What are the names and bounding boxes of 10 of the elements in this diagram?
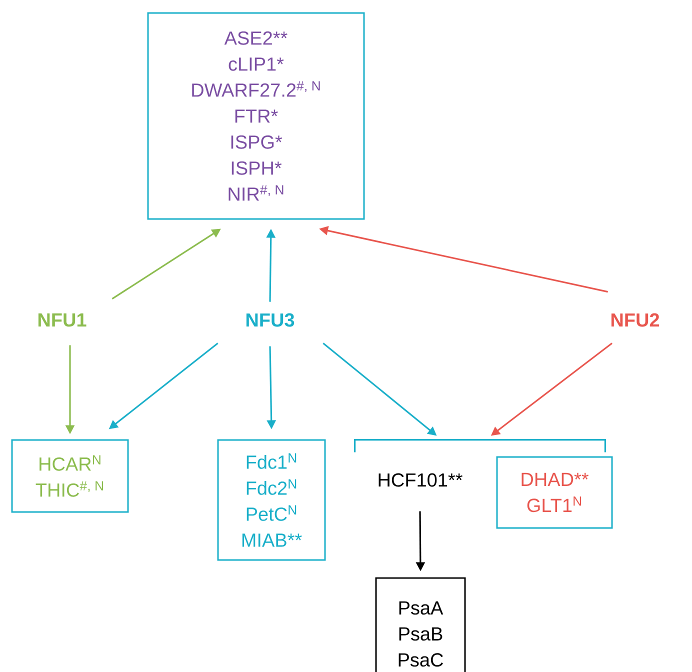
protein-list-box: ASE2** cLIP1* DWARF27.2$^{#, N}$ FTR* ISPG* ISPH* NIR$^{#, N}$	[147, 12, 365, 220]
protein-label: NFU1	[38, 313, 86, 327]
protein-label: NFU2	[611, 313, 660, 327]
protein-list-box: HCAR$^{N}$ THIC$^{#, N}$	[11, 439, 129, 513]
protein-list-box: Fdc1$^{N}$ Fdc2$^{N}$ PetC$^{N}$ MIAB**	[217, 439, 326, 561]
protein-label: HCF101**	[378, 473, 462, 487]
protein-list-box: PsaA PsaB PsaC	[375, 577, 466, 672]
protein-list-box: DHAD** GLT1$^{N}$	[496, 456, 613, 529]
bracket	[354, 439, 606, 452]
protein-label: NFU3	[246, 313, 294, 327]
